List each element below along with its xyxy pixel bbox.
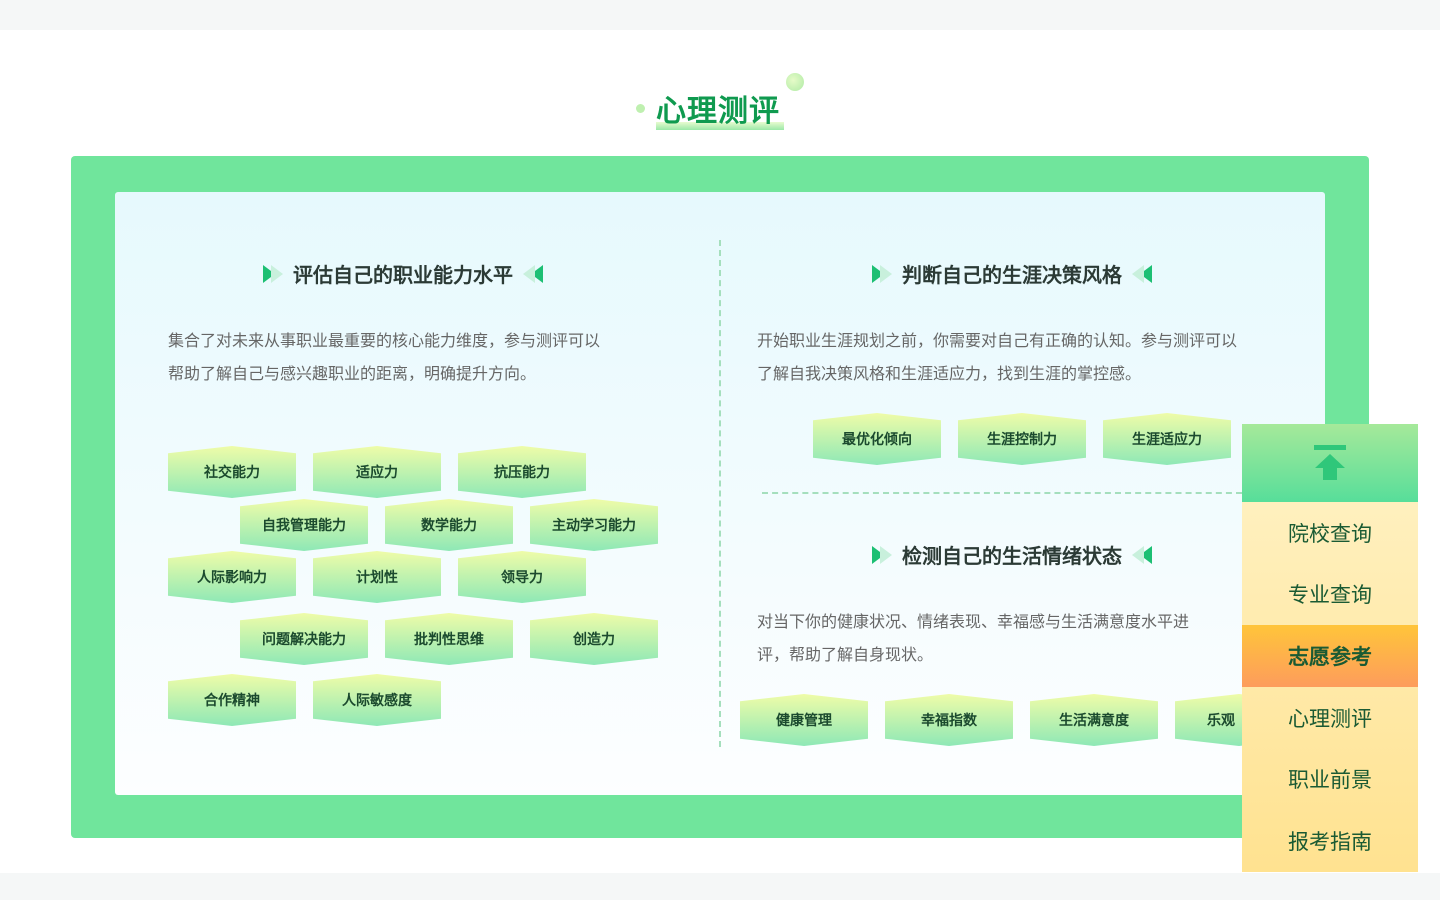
back-to-top-button[interactable] [1242,424,1418,502]
section-title: 心理测评 [656,94,780,129]
ability-tag[interactable]: 问题解决能力 [240,613,368,665]
emotion-tag[interactable]: 健康管理 [740,694,868,746]
heading-text: 评估自己的职业能力水平 [293,263,513,287]
desc-line: 集合了对未来从事职业最重要的核心能力维度，参与测评可以 [168,331,601,350]
arrow-left-icon [523,264,543,283]
sidebar-item-guide[interactable]: 报考指南 [1288,829,1372,854]
ability-tag[interactable]: 创造力 [530,613,658,665]
arrow-right-icon [263,264,283,283]
decor-dot [636,104,645,113]
section-title-block: 心理测评 [620,60,820,140]
left-heading: 评估自己的职业能力水平 [263,259,543,288]
back-to-top-icon [1314,445,1346,480]
decision-tag[interactable]: 生涯控制力 [958,413,1086,465]
emotion-tag[interactable]: 生活满意度 [1030,694,1158,746]
sidebar-item-college[interactable]: 院校查询 [1288,521,1372,546]
floating-sidebar: 院校查询 专业查询 志愿参考 心理测评 职业前景 报考指南 [1242,424,1418,872]
ability-tag[interactable]: 数学能力 [385,499,513,551]
ability-tag[interactable]: 抗压能力 [458,446,586,498]
sidebar-item-major[interactable]: 专业查询 [1288,583,1372,608]
heading-text: 检测自己的生活情绪状态 [902,544,1122,568]
decision-tag[interactable]: 最优化倾向 [813,413,941,465]
title-underline [656,122,784,130]
arrow-left-icon [1132,545,1152,564]
right-top-description: 开始职业生涯规划之前，你需要对自己有正确的认知。参与测评可以 了解自我决策风格和… [757,324,1317,390]
left-description: 集合了对未来从事职业最重要的核心能力维度，参与测评可以 帮助了解自己与感兴趣职业… [168,324,668,390]
desc-line: 了解自我决策风格和生涯适应力，找到生涯的掌控感。 [757,364,1142,383]
desc-line: 对当下你的健康状况、情绪表现、幸福感与生活满意度水平进 [757,612,1190,631]
ability-tag[interactable]: 计划性 [313,551,441,603]
top-band [0,0,1440,30]
decision-tag[interactable]: 生涯适应力 [1103,413,1231,465]
right-bottom-heading: 检测自己的生活情绪状态 [872,540,1152,569]
sidebar-item-psych-test[interactable]: 心理测评 [1288,706,1372,731]
ability-tag[interactable]: 领导力 [458,551,586,603]
ability-tag[interactable]: 自我管理能力 [240,499,368,551]
ability-tag[interactable]: 批判性思维 [385,613,513,665]
heading-text: 判断自己的生涯决策风格 [902,263,1122,287]
ability-tag[interactable]: 社交能力 [168,446,296,498]
sidebar-item-application[interactable]: 志愿参考 [1242,625,1418,687]
divider-horizontal [762,492,1242,494]
ability-tag[interactable]: 主动学习能力 [530,499,658,551]
desc-line: 评，帮助了解自身现状。 [757,645,934,664]
ability-tag[interactable]: 适应力 [313,446,441,498]
sidebar-item-career[interactable]: 职业前景 [1288,768,1372,793]
bottom-band [0,873,1440,900]
arrow-right-icon [872,264,892,283]
divider-vertical [719,240,721,747]
arrow-left-icon [1132,264,1152,283]
ability-tag[interactable]: 人际影响力 [168,551,296,603]
ability-tag[interactable]: 人际敏感度 [313,674,441,726]
decor-dot [786,73,804,91]
ability-tag[interactable]: 合作精神 [168,674,296,726]
emotion-tag[interactable]: 幸福指数 [885,694,1013,746]
right-top-heading: 判断自己的生涯决策风格 [872,259,1152,288]
right-bottom-description: 对当下你的健康状况、情绪表现、幸福感与生活满意度水平进 评，帮助了解自身现状。 [757,605,1317,671]
desc-line: 开始职业生涯规划之前，你需要对自己有正确的认知。参与测评可以 [757,331,1238,350]
desc-line: 帮助了解自己与感兴趣职业的距离，明确提升方向。 [168,364,537,383]
arrow-right-icon [872,545,892,564]
